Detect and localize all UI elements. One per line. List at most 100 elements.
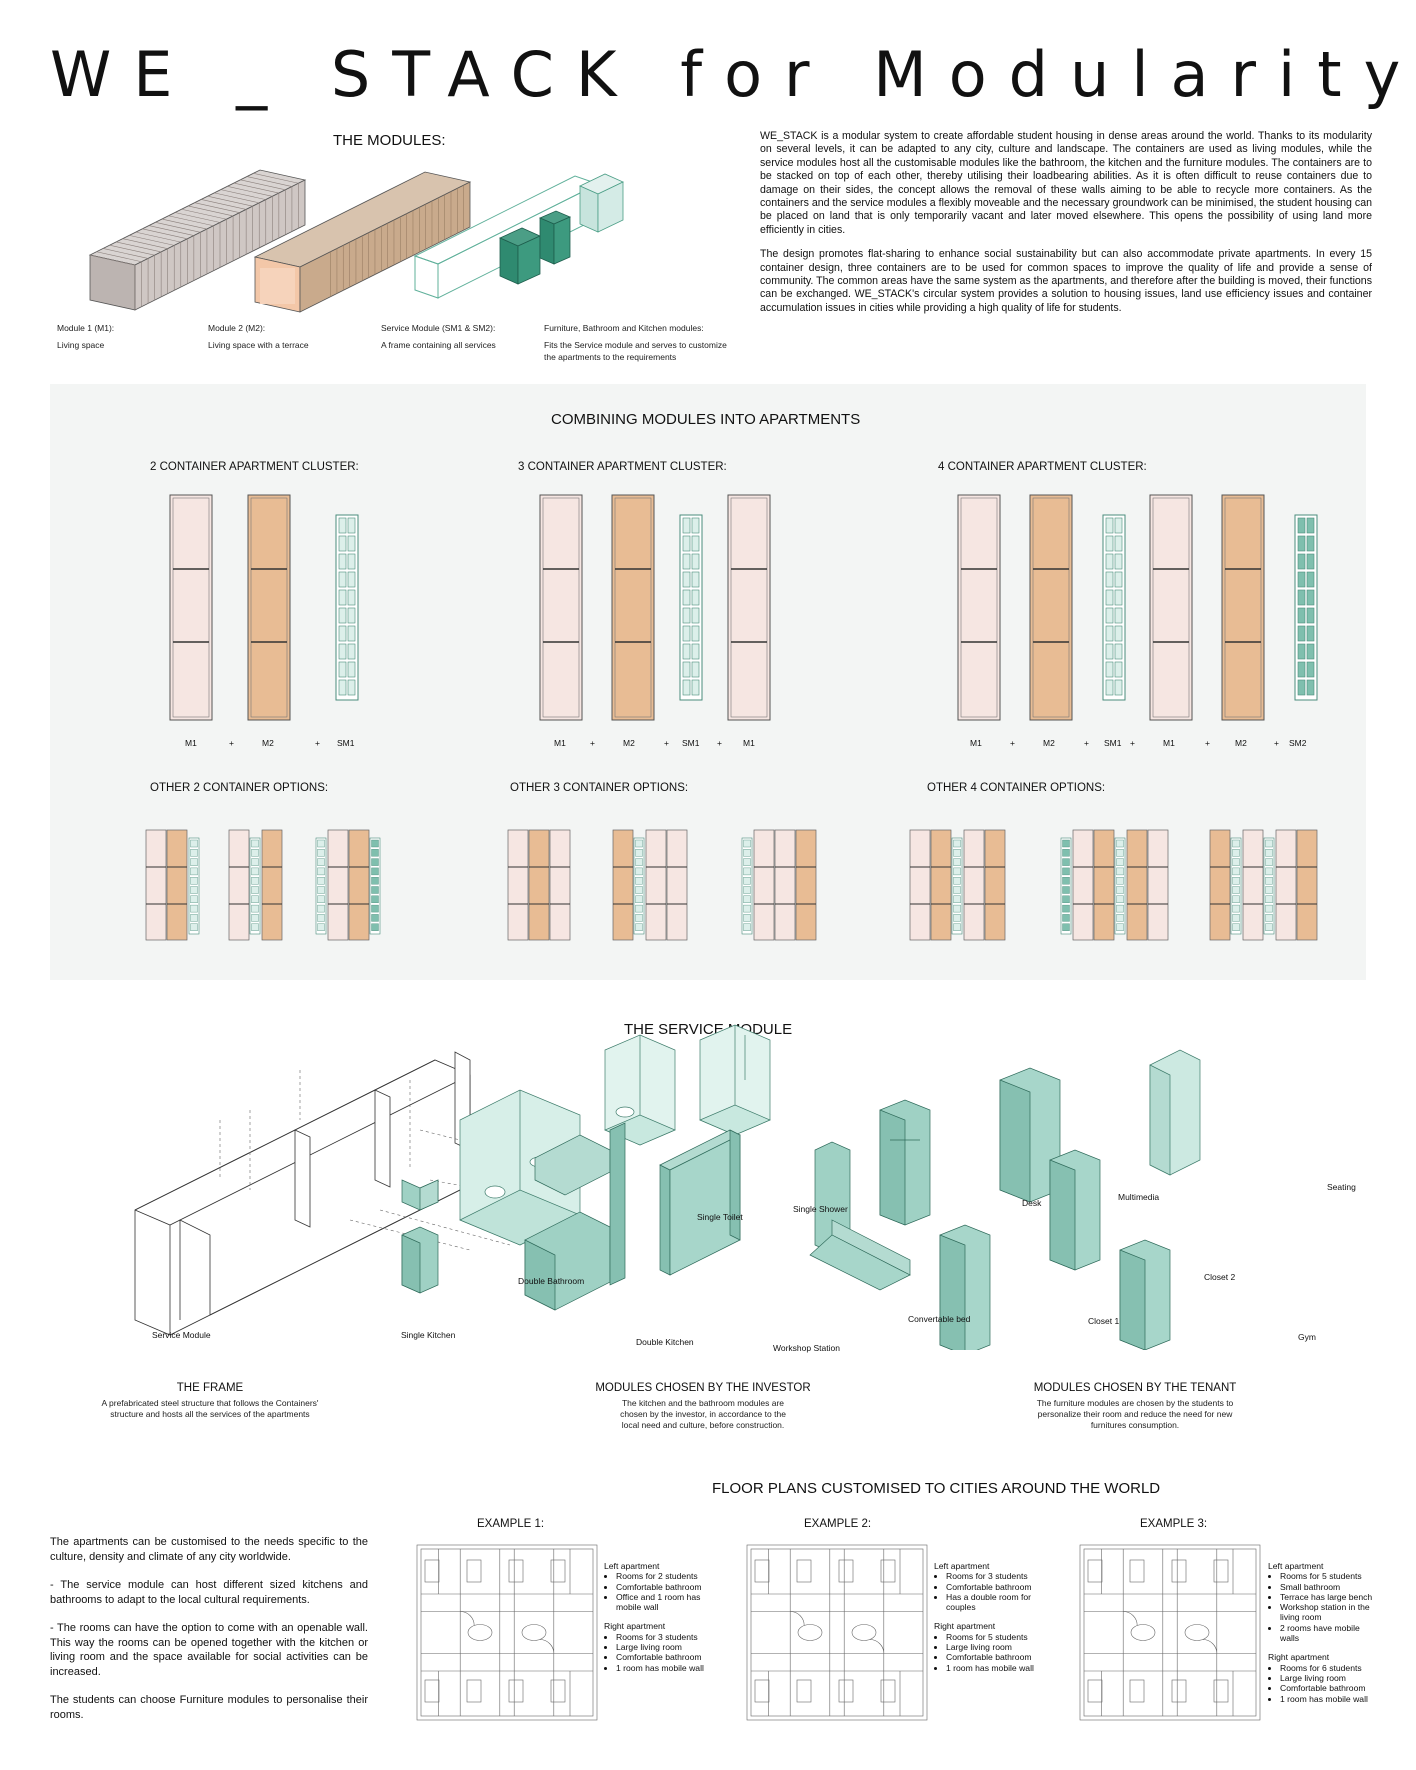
cluster-4-title: 4 CONTAINER APARTMENT CLUSTER: xyxy=(938,461,1147,473)
ex3-right-item: Comfortable bathroom xyxy=(1280,1683,1376,1693)
c4-label-m2b: M2 xyxy=(1235,738,1247,748)
c4-label-plus-3: + xyxy=(1130,738,1135,748)
label-workshop: Workshop Station xyxy=(773,1343,840,1353)
option-1-module xyxy=(261,829,283,941)
label-gym: Gym xyxy=(1298,1332,1316,1342)
label-closet2: Closet 2 xyxy=(1204,1272,1236,1282)
c3-label-m2: M2 xyxy=(623,738,635,748)
options-4-title: OTHER 4 CONTAINER OPTIONS: xyxy=(927,782,1106,794)
option-0-service xyxy=(188,837,200,935)
c2-m1 xyxy=(169,494,213,721)
ex3-left-item: Terrace has large bench xyxy=(1280,1592,1376,1602)
option-8-module xyxy=(1209,829,1231,941)
c4-label-m1: M1 xyxy=(970,738,982,748)
option-3-module xyxy=(528,829,550,941)
investor-title: MODULES CHOSEN BY THE INVESTOR xyxy=(595,1382,811,1394)
tenant-desc: The furniture modules are chosen by the … xyxy=(1036,1398,1234,1430)
frame-title: THE FRAME xyxy=(176,1382,244,1394)
ex1-left-item: Office and 1 room has mobile wall xyxy=(616,1592,714,1613)
c3-label-m1b: M1 xyxy=(743,738,755,748)
intro-paragraph-1: WE_STACK is a modular system to create a… xyxy=(760,130,1372,236)
ex3-left-item: 2 rooms have mobile walls xyxy=(1280,1623,1376,1644)
module-2-desc: Living space with a terrace xyxy=(208,340,309,350)
option-2-module xyxy=(348,829,370,941)
c4-m2 xyxy=(1029,494,1073,721)
c4-m1 xyxy=(957,494,1001,721)
option-2-service xyxy=(315,837,327,935)
c2-m2 xyxy=(247,494,291,721)
ex1-right-item: Large living room xyxy=(616,1642,714,1652)
option-6-service xyxy=(951,837,963,935)
option-4-module xyxy=(612,829,634,941)
modules-drawing xyxy=(88,169,624,313)
ex1-left-item: Comfortable bathroom xyxy=(616,1582,714,1592)
modules-heading: THE MODULES: xyxy=(333,132,446,149)
label-single-toilet: Single Toilet xyxy=(697,1212,743,1222)
c2-label-m2: M2 xyxy=(262,738,274,748)
example-2-title: EXAMPLE 2: xyxy=(804,1518,872,1530)
module-2-illustration xyxy=(253,171,472,313)
option-5-module xyxy=(795,829,817,941)
c2-label-sm1: SM1 xyxy=(337,738,355,748)
c4-label-plus-2: + xyxy=(1084,738,1089,748)
intro-text: WE_STACK is a modular system to create a… xyxy=(760,130,1372,326)
example-2-notes: Left apartment Rooms for 3 studentsComfo… xyxy=(934,1561,1044,1673)
example-1-title: EXAMPLE 1: xyxy=(477,1518,545,1530)
floorplans-text-2: - The service module can host different … xyxy=(50,1579,368,1606)
ex2-left-item: Rooms for 3 students xyxy=(946,1571,1044,1581)
service-module-desc: A frame containing all services xyxy=(381,340,496,350)
option-3-module xyxy=(507,829,529,941)
module-1-illustration xyxy=(88,169,307,311)
floorplans-text-3: - The rooms can have the option to come … xyxy=(50,1622,368,1678)
label-multimedia: Multimedia xyxy=(1118,1192,1160,1202)
options-3-title: OTHER 3 CONTAINER OPTIONS: xyxy=(510,782,689,794)
example-3-title: EXAMPLE 3: xyxy=(1140,1518,1208,1530)
seating-illustration xyxy=(1149,1049,1201,1176)
c4-sm1 xyxy=(1102,514,1126,701)
ex3-right-item: Rooms for 6 students xyxy=(1280,1663,1376,1673)
ex3-left-item: Small bathroom xyxy=(1280,1582,1376,1592)
service-module-name: Service Module (SM1 & SM2): xyxy=(381,323,496,333)
c3-m1b xyxy=(727,494,771,721)
c3-label-sm1: SM1 xyxy=(682,738,700,748)
poster-title: WE _ STACK for Modularity xyxy=(50,38,1416,111)
c4-m1b xyxy=(1149,494,1193,721)
option-7-module xyxy=(1072,829,1094,941)
c3-sm1 xyxy=(679,514,703,701)
cluster-2-title: 2 CONTAINER APARTMENT CLUSTER: xyxy=(150,461,359,473)
example-1-notes: Left apartment Rooms for 2 studentsComfo… xyxy=(604,1561,714,1673)
floor-plan-drawings xyxy=(416,1544,1261,1721)
option-3-module xyxy=(549,829,571,941)
c4-label-plus-1: + xyxy=(1010,738,1015,748)
single-kitchen-illustration xyxy=(401,1179,439,1294)
frame-desc: A prefabricated steel structure that fol… xyxy=(101,1398,319,1419)
ex3-left-item: Rooms for 5 students xyxy=(1280,1571,1376,1581)
option-7-service xyxy=(1114,837,1126,935)
floorplans-left-text: The apartments can be customised to the … xyxy=(50,1535,368,1736)
label-seating: Seating xyxy=(1327,1182,1356,1192)
single-shower-illustration xyxy=(699,1024,771,1136)
ex2-left-title: Left apartment xyxy=(934,1561,990,1571)
c2-label-plus-2: + xyxy=(315,738,320,748)
option-6-module xyxy=(930,829,952,941)
option-1-service xyxy=(249,837,261,935)
option-7-module xyxy=(1093,829,1115,941)
option-0-module xyxy=(145,829,167,941)
c4-label-m2: M2 xyxy=(1043,738,1055,748)
double-kitchen-illustration xyxy=(524,1122,626,1311)
c4-label-plus-5: + xyxy=(1274,738,1279,748)
c3-label-plus-2: + xyxy=(664,738,669,748)
label-closet1: Closet 1 xyxy=(1088,1316,1120,1326)
module-1-name: Module 1 (M1): xyxy=(57,323,115,333)
floorplans-heading: FLOOR PLANS CUSTOMISED TO CITIES AROUND … xyxy=(712,1480,1161,1497)
options-2-title: OTHER 2 CONTAINER OPTIONS: xyxy=(150,782,329,794)
option-5-service xyxy=(741,837,753,935)
option-4-service xyxy=(633,837,645,935)
cluster-diagrams xyxy=(169,494,1318,721)
ex2-right-item: Rooms for 5 students xyxy=(946,1632,1044,1642)
c3-m1 xyxy=(539,494,583,721)
floor-plan-1 xyxy=(416,1544,598,1721)
option-5-module xyxy=(774,829,796,941)
ex3-left-title: Left apartment xyxy=(1268,1561,1324,1571)
ex2-left-item: Comfortable bathroom xyxy=(946,1582,1044,1592)
